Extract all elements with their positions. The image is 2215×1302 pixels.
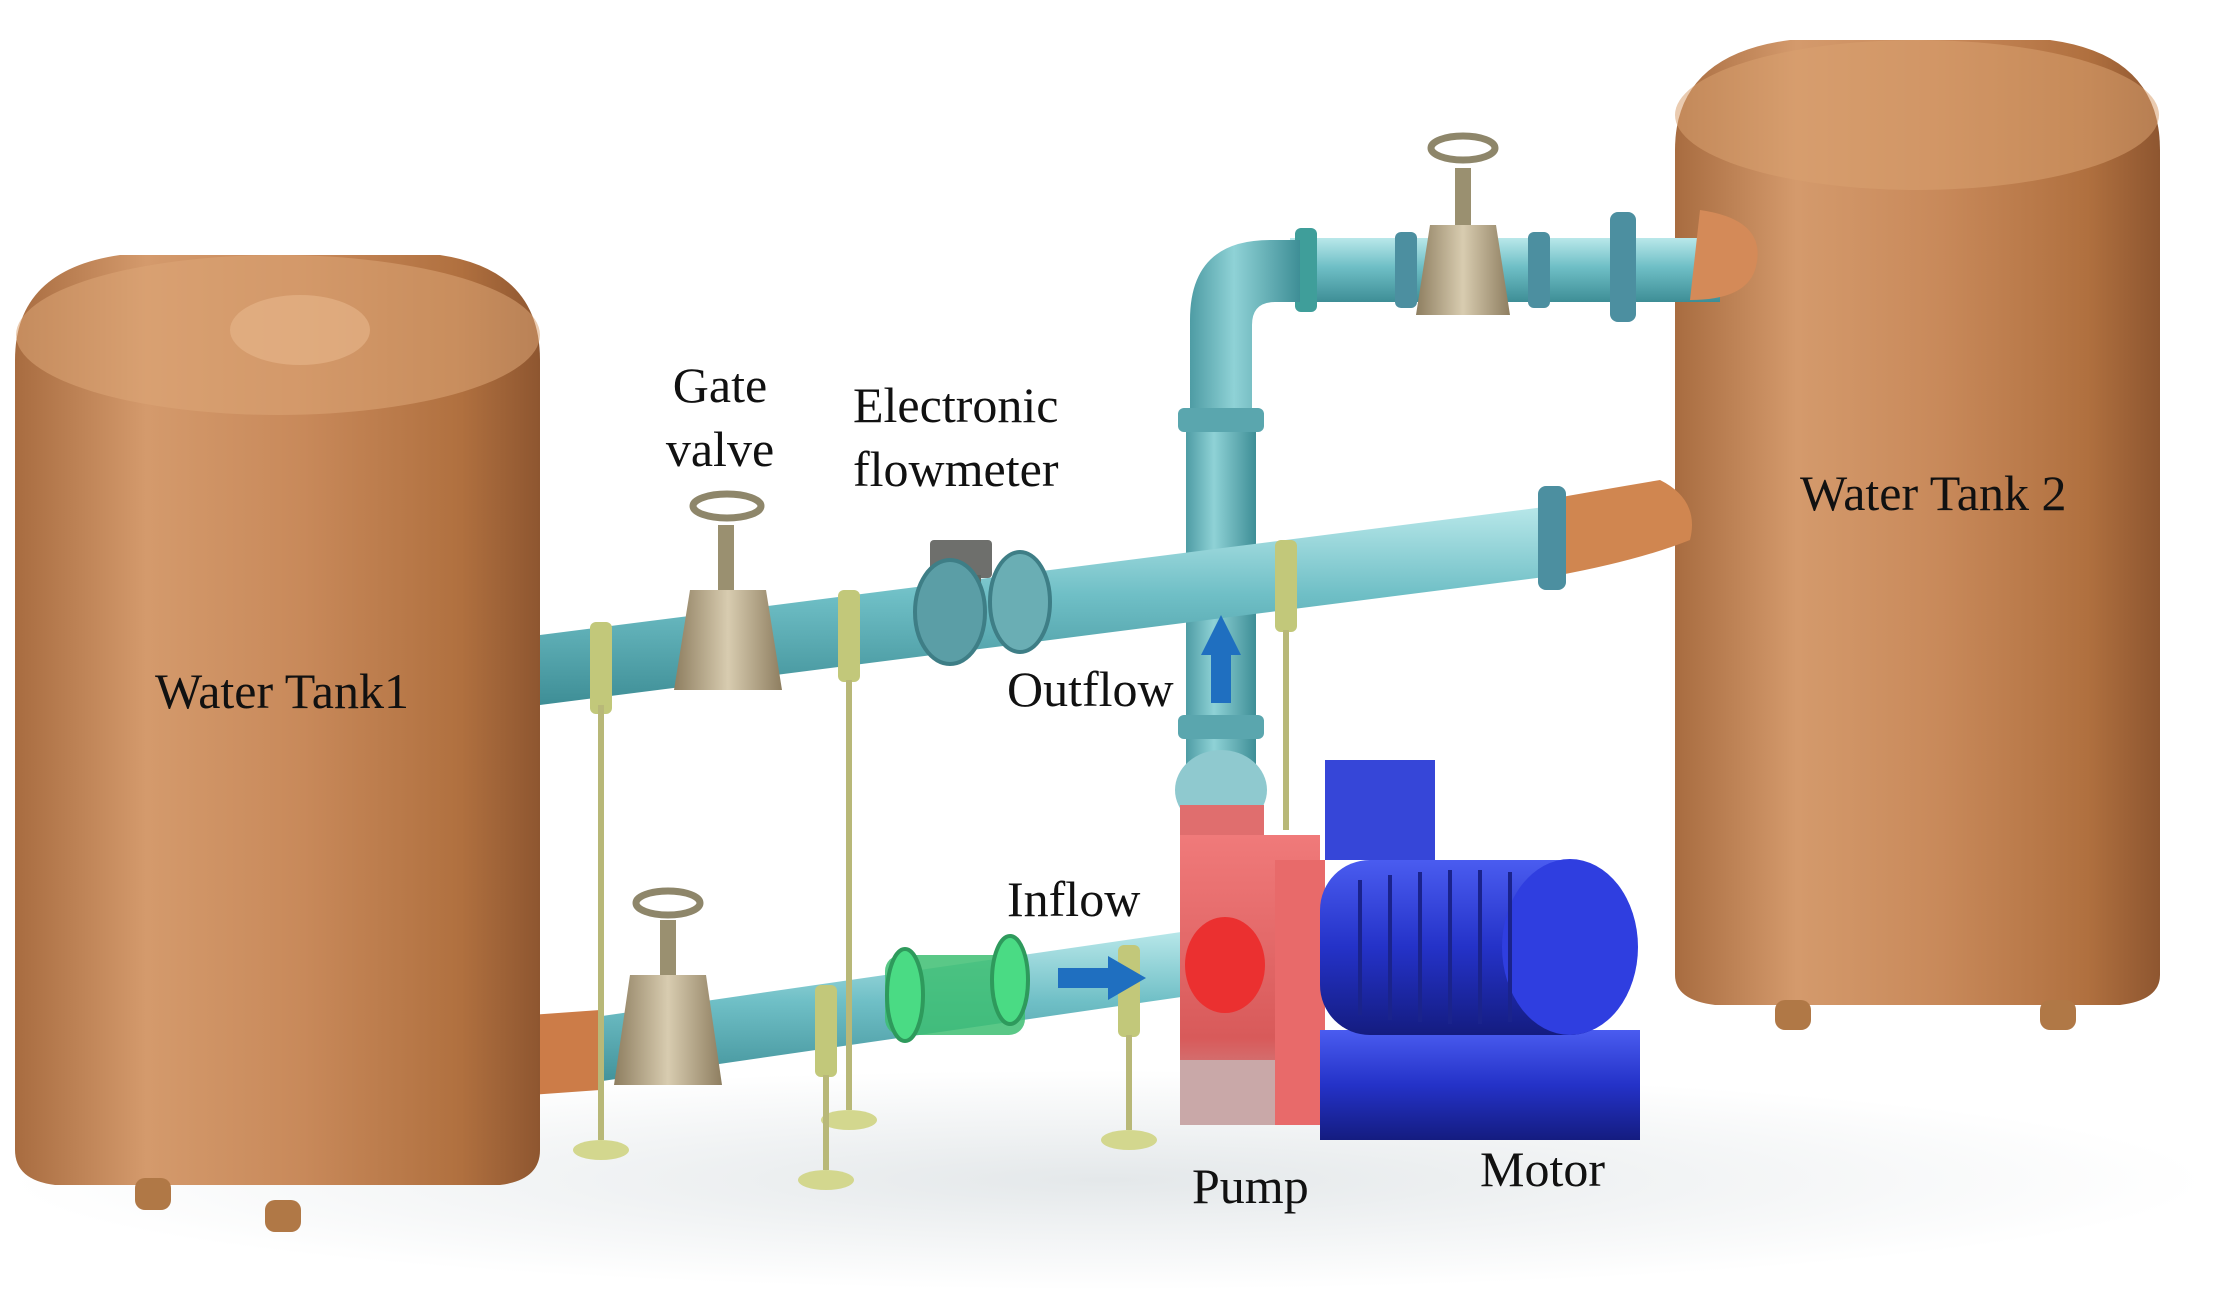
gate-valve-middle — [674, 490, 782, 690]
outflow-label: Outflow — [1007, 661, 1174, 717]
gate-valve-lower — [614, 887, 722, 1085]
gate-valve-label-line-1: Gate — [672, 357, 768, 413]
water-tank-2 — [1675, 40, 2160, 1030]
electronic-flowmeter-label-line-1: Electronic — [853, 377, 1059, 433]
pipe-supports — [573, 630, 1289, 1190]
outflow-arrow — [1201, 615, 1241, 703]
motor — [1320, 760, 1640, 1140]
water-tank-2-label: Water Tank 2 — [1800, 465, 2067, 521]
upper-outflow-pipe — [1190, 210, 1758, 420]
gate-valve-label-line-2: valve — [665, 421, 775, 477]
pump — [1180, 835, 1325, 1125]
gate-valve-upper — [1416, 132, 1510, 315]
electronic-flowmeter — [913, 540, 1052, 666]
floor-shadow — [7, 1070, 2207, 1290]
pump-label: Pump — [1192, 1158, 1309, 1214]
electronic-flowmeter-label-line-2: flowmeter — [853, 441, 1059, 497]
water-tank-1-label: Water Tank1 — [155, 663, 409, 719]
water-tank-1 — [15, 255, 540, 1232]
inflow-arrow — [1058, 956, 1146, 1000]
inflow-flowmeter — [885, 934, 1030, 1043]
inflow-label: Inflow — [1007, 871, 1141, 927]
motor-label: Motor — [1480, 1141, 1605, 1197]
